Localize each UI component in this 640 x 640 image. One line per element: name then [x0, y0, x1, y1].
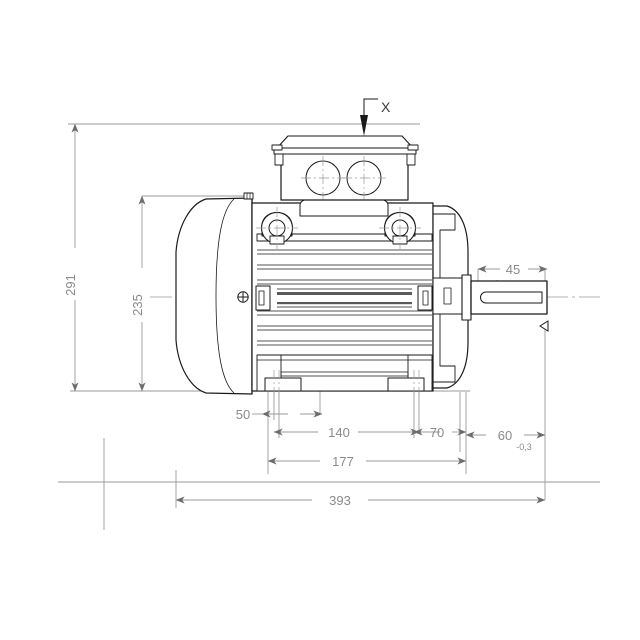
housing-boss-left — [255, 285, 271, 311]
dimension-50: 50 — [236, 407, 323, 422]
detail-marker-x: X — [360, 98, 391, 136]
cooling-fins — [257, 249, 432, 346]
earth-terminal — [237, 291, 249, 303]
mounting-foot-right — [387, 370, 425, 398]
detail-marker-arrow-icon — [360, 115, 368, 136]
dim-label-177: 177 — [332, 454, 354, 469]
nameplate-band — [277, 288, 412, 308]
detail-marker-leader — [363, 98, 378, 105]
datum-triangle-icon — [539, 320, 549, 332]
dim-label-50: 50 — [236, 407, 250, 422]
terminal-box-gland-2 — [342, 156, 386, 200]
terminal-box-gland-1 — [301, 156, 345, 200]
mounting-foot-left — [264, 370, 302, 398]
dim-label-45: 45 — [506, 262, 520, 277]
dim-label-140: 140 — [328, 425, 350, 440]
dimension-layer: 291 235 50 140 — [58, 123, 600, 530]
dimension-393: 393 — [175, 470, 546, 508]
dimension-60: 60 -0,3 — [465, 428, 546, 452]
dimension-70: 70 — [413, 425, 467, 440]
lifting-eye-right — [379, 207, 421, 249]
shaft-key — [480, 291, 543, 304]
motor-assembly — [150, 135, 600, 398]
dimension-235: 235 — [130, 195, 146, 392]
dimension-291: 291 — [63, 123, 79, 392]
cowl-top-lug — [243, 192, 254, 200]
detail-marker-label: X — [381, 99, 391, 115]
dim-label-70: 70 — [430, 425, 444, 440]
dimension-177: 177 — [267, 454, 467, 469]
dimension-140: 140 — [273, 425, 420, 440]
dim-label-393: 393 — [329, 493, 351, 508]
terminal-box — [271, 135, 419, 217]
dim-label-60: 60 — [498, 428, 512, 443]
drive-end-shield — [432, 205, 472, 389]
dimension-45: 45 — [477, 262, 548, 288]
output-shaft — [470, 280, 548, 315]
housing-boss-right — [417, 285, 433, 311]
dim-label-291: 291 — [63, 274, 78, 296]
lifting-eye-left — [256, 207, 298, 249]
dim-label-235: 235 — [130, 294, 145, 316]
dim-label-60-tolerance: -0,3 — [516, 442, 532, 452]
fan-cowl — [175, 192, 254, 395]
